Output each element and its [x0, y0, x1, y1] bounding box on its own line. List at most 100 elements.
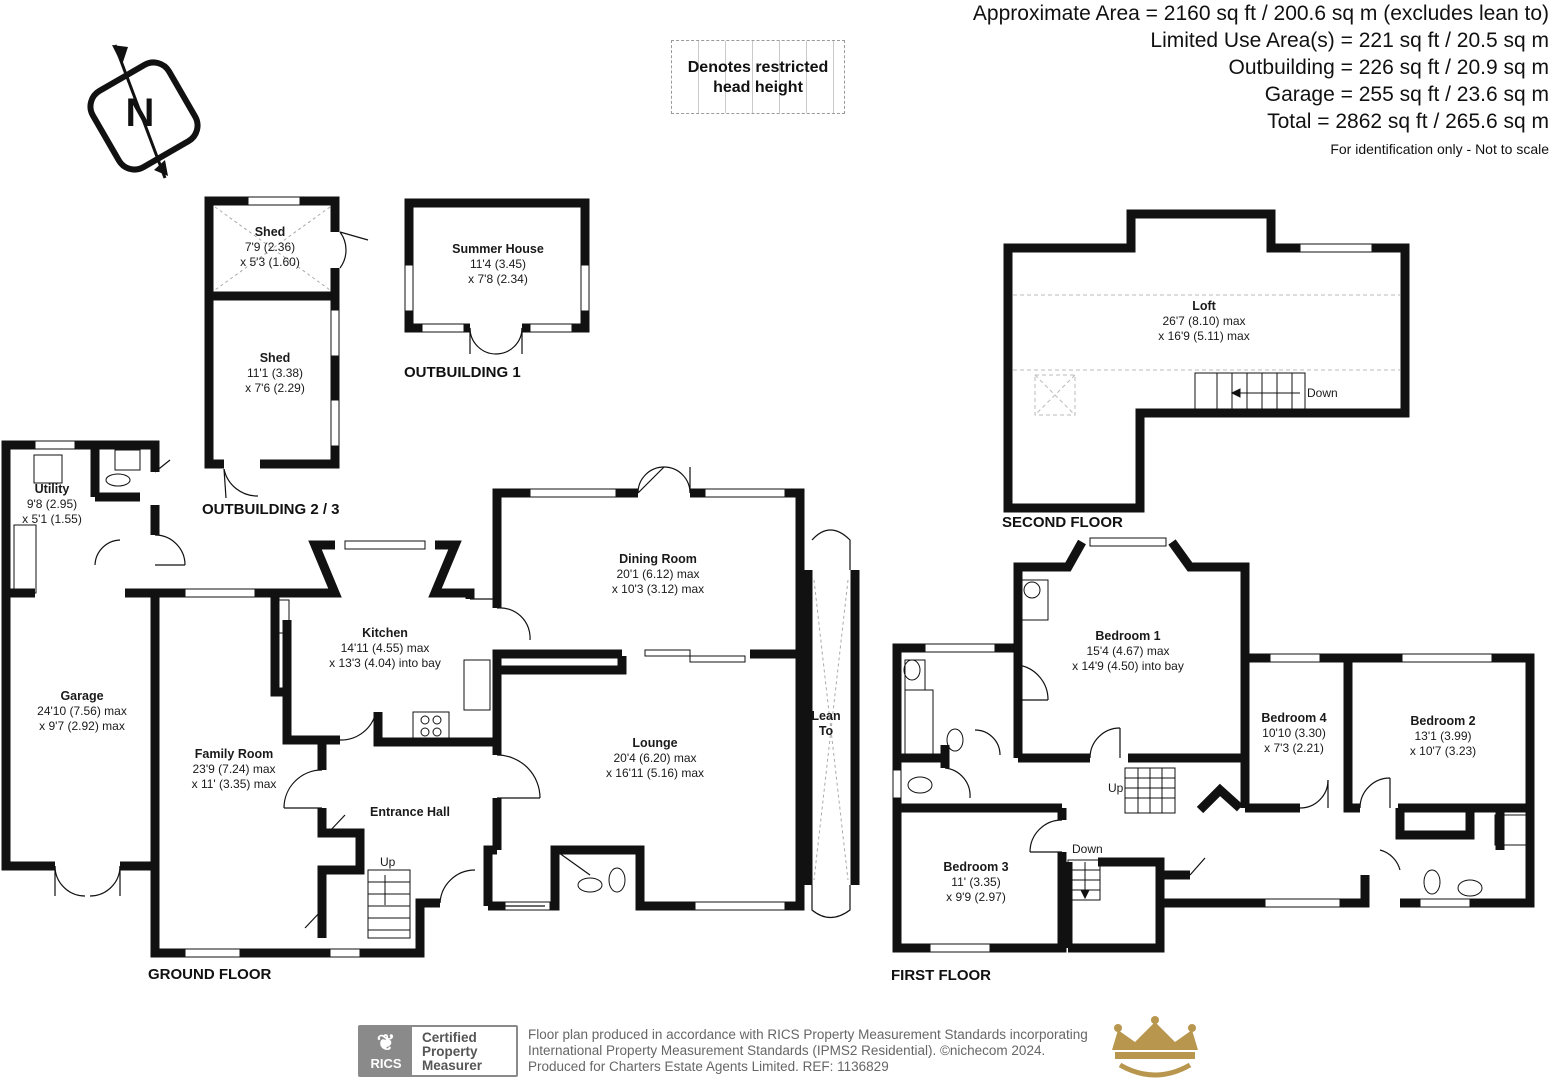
rics-certified-badge: ❦ RICS Certified Property Measurer	[358, 1025, 518, 1077]
first-floor-fixtures	[903, 579, 1528, 897]
legend-text: Denotes restricted head height	[687, 59, 829, 96]
lean-to	[803, 529, 860, 919]
room-dimension: x 5'3 (1.60)	[240, 255, 300, 269]
ground-floor-doors	[54, 459, 691, 929]
shed-windows	[247, 196, 340, 447]
loft-stairs-down-label: Down	[1307, 386, 1338, 400]
room-dimension: 20'4 (6.20) max	[614, 751, 697, 765]
first-floor-windows	[892, 537, 1493, 953]
loft-windows	[1299, 243, 1373, 253]
room-dimension: 24'10 (7.56) max	[37, 704, 127, 718]
room-dimension: x 9'7 (2.92) max	[39, 719, 125, 733]
area-limited-use: Limited Use Area(s) = 221 sq ft / 20.5 s…	[1150, 29, 1549, 52]
room-name: Family Room	[195, 747, 274, 761]
room-dimension: x 10'3 (3.12) max	[612, 582, 704, 596]
room-name: Loft	[1192, 299, 1216, 313]
room-name: Garage	[60, 689, 103, 703]
shed-doors	[223, 231, 369, 499]
room-name: Dining Room	[619, 552, 697, 566]
summer-house-windows	[404, 264, 590, 333]
loft-stairs	[1194, 372, 1306, 412]
room-dimension: x 7'3 (2.21)	[1264, 741, 1324, 755]
room-dimension: x 14'9 (4.50) into bay	[1072, 659, 1184, 673]
ground-floor-fixtures	[13, 449, 626, 893]
room-dimension: 11'4 (3.45)	[470, 257, 526, 271]
room-dimension: x 16'11 (5.16) max	[606, 766, 704, 780]
room-dimension: x 7'6 (2.29)	[245, 381, 305, 395]
room-dimension: 11' (3.35)	[951, 875, 1000, 889]
first-floor-walls	[892, 539, 1535, 953]
room-dimension: x 5'1 (1.55)	[22, 512, 82, 526]
room-dimension: 14'11 (4.55) max	[341, 641, 430, 655]
first-stairs-up-label: Up	[1108, 781, 1124, 795]
room-name: Lean	[811, 709, 840, 723]
outbuilding-1	[404, 198, 590, 333]
room-dimension: x 13'3 (4.04) into bay	[329, 656, 441, 670]
first-floor-doors	[944, 664, 1401, 876]
ground-floor-walls	[1, 440, 805, 958]
ground-floor-stairs	[367, 869, 411, 939]
room-name: Summer House	[452, 242, 544, 256]
area-total: Total = 2862 sq ft / 265.6 sq m	[1267, 110, 1549, 133]
room-name: Entrance Hall	[370, 805, 450, 819]
room-dimension: 10'10 (3.30)	[1262, 726, 1326, 740]
room-dimension: 26'7 (8.10) max	[1163, 314, 1246, 328]
loft-restricted-lines	[1013, 294, 1400, 416]
room-dimension: x 9'9 (2.97)	[946, 890, 1006, 904]
room-name: Shed	[260, 351, 291, 365]
compass-letter: N	[126, 91, 155, 135]
room-dimension: x 10'7 (3.23)	[1410, 744, 1476, 758]
outbuilding-2-3-label: OUTBUILDING 2 / 3	[202, 501, 340, 518]
room-dimension: 20'1 (6.12) max	[617, 567, 700, 581]
room-dimension: x 11' (3.35) max	[192, 777, 277, 791]
room-dimension: x 7'8 (2.34)	[468, 272, 528, 286]
first-floor-stairs	[1067, 767, 1176, 901]
room-name: Utility	[35, 482, 70, 496]
room-name: Bedroom 1	[1095, 629, 1160, 643]
restricted-height-legend: Denotes restricted head height	[671, 40, 845, 114]
first-stairs-down-label: Down	[1072, 842, 1103, 856]
room-dimension: x 16'9 (5.11) max	[1158, 329, 1249, 343]
legend-hatching	[672, 41, 844, 113]
area-outbuilding: Outbuilding = 226 sq ft / 20.9 sq m	[1228, 56, 1549, 79]
room-dimension: 13'1 (3.99)	[1415, 729, 1472, 743]
room-name: Bedroom 3	[943, 860, 1008, 874]
room-name: To	[819, 724, 834, 738]
room-name: Shed	[255, 225, 286, 239]
room-name: Bedroom 4	[1261, 711, 1326, 725]
ground-floor-label: GROUND FLOOR	[148, 966, 271, 983]
area-garage: Garage = 255 sq ft / 23.6 sq m	[1264, 83, 1549, 106]
room-dimension: 23'9 (7.24) max	[193, 762, 276, 776]
second-floor-walls	[1003, 209, 1410, 513]
room-label-entrance-hall: Entrance Hall	[370, 805, 450, 819]
second-floor-label: SECOND FLOOR	[1002, 514, 1123, 531]
room-name: Kitchen	[362, 626, 408, 640]
room-name: Lounge	[632, 736, 677, 750]
room-dimension: 15'4 (4.67) max	[1087, 644, 1170, 658]
rics-badge-text: Certified Property Measurer	[422, 1030, 483, 1073]
compass-icon: N	[87, 44, 201, 179]
summer-house-doors	[469, 327, 523, 355]
scale-note: For identification only - Not to scale	[1330, 141, 1549, 157]
rics-brand: RICS	[370, 1056, 402, 1071]
room-name: Bedroom 2	[1410, 714, 1475, 728]
outbuilding-1-label: OUTBUILDING 1	[404, 364, 521, 381]
rics-seal-icon: ❦ RICS	[360, 1027, 412, 1075]
area-approximate: Approximate Area = 2160 sq ft / 200.6 sq…	[972, 2, 1549, 25]
